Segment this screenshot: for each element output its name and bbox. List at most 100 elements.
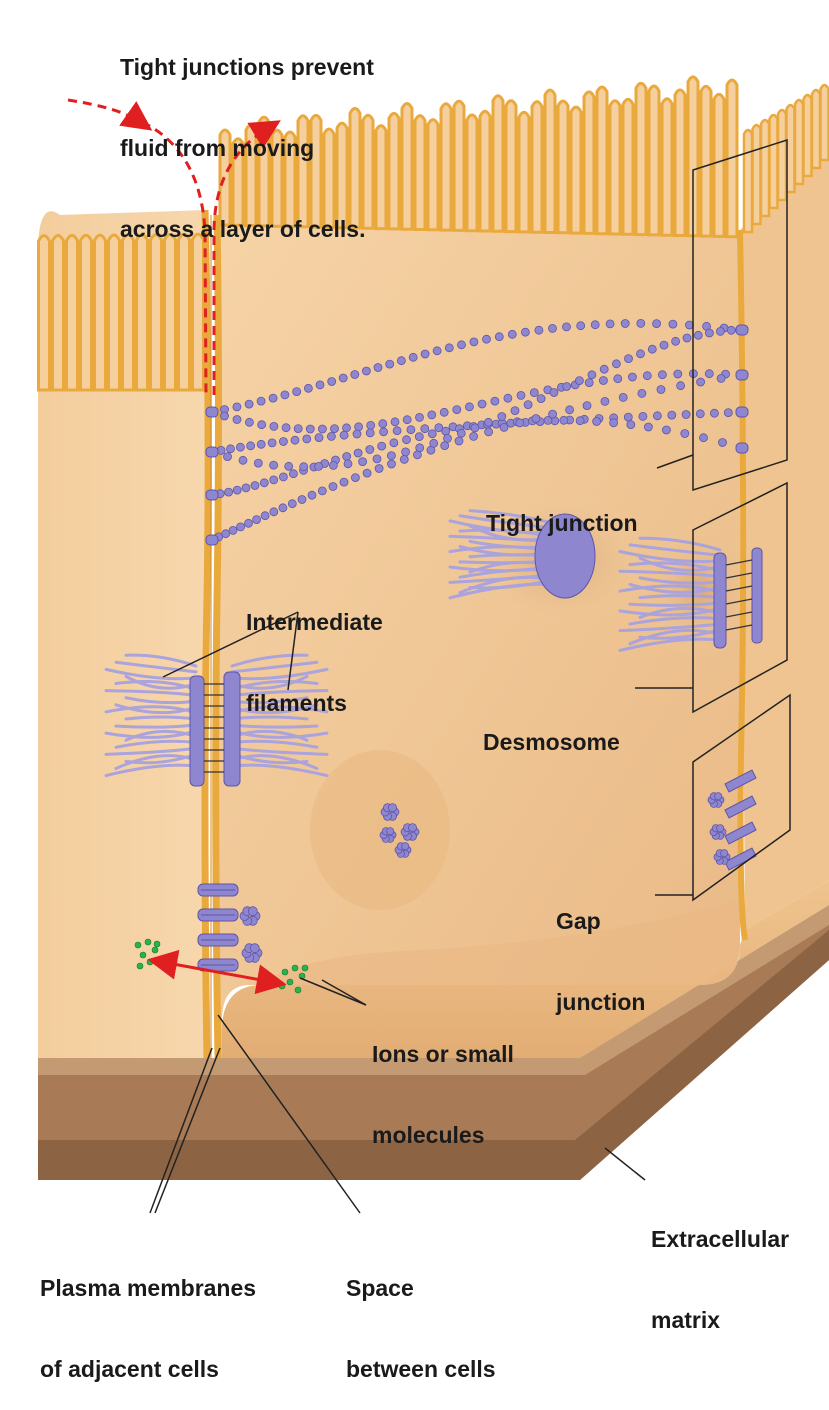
tight-junction-bead [237,523,245,531]
microvillus [571,107,581,233]
ion-particle [135,942,141,948]
tight-junction-bead [270,422,278,430]
tight-junction-bead [705,370,713,378]
tight-junction-bead [409,353,417,361]
tight-junction-bead [727,326,735,334]
tight-junction-bead [458,341,466,349]
label-line-2: molecules [372,1122,514,1149]
tight-junction-bead [583,402,591,410]
tight-junction-bead [268,439,276,447]
tight-junction-bead [637,319,645,327]
tight-junction-bead [576,417,584,425]
tight-junction-bead [428,430,436,438]
tight-junction-bead [710,409,718,417]
tight-junction-bead [575,377,583,385]
tight-junction-bead [612,360,620,368]
microvillus [770,115,778,208]
title-line-2: fluid from moving [120,135,374,162]
tight-junction-bead [391,418,399,426]
tight-junction-bead [253,516,261,524]
tight-junction-bead [683,334,691,342]
ion-particle [152,947,158,953]
tight-junction-bead [517,391,525,399]
microvillus [753,125,761,224]
tight-junction-bead [593,418,601,426]
tight-junction-bead [257,440,265,448]
tight-junction-bead [416,413,424,421]
tight-junction-bead [288,500,296,508]
tight-junction-bead [340,431,348,439]
label-line-1: Gap [556,908,645,935]
tight-junction-bead [682,411,690,419]
microvillus [81,235,92,390]
tight-junction-bead [270,476,278,484]
tight-junction-node [736,370,748,380]
tight-junction-bead [600,365,608,373]
tight-junction-bead [500,423,508,431]
microvillus [493,96,503,232]
tight-junction-bead [340,478,348,486]
connexin-subunit [387,828,394,835]
tight-junction-bead [221,412,229,420]
label-plasma-membranes: Plasma membranes of adjacent cells [40,1221,256,1410]
tight-junction-bead [239,456,247,464]
tight-junction-bead [660,341,668,349]
tight-junction-bead [588,371,596,379]
label-line-1: Plasma membranes [40,1275,256,1302]
tight-junction-bead [625,355,633,363]
tight-junction-bead [465,403,473,411]
tight-junction-bead [227,445,235,453]
tight-junction-bead [639,412,647,420]
tight-junction-bead [638,389,646,397]
tight-junction-bead [366,429,374,437]
tight-junction-bead [261,512,269,520]
label-extracellular-matrix: Extracellular matrix [651,1172,789,1361]
tight-junction-bead [614,375,622,383]
tight-junction-bead [351,371,359,379]
tight-junction-bead [677,382,685,390]
tight-junction-bead [433,347,441,355]
tight-junction-bead [224,453,232,461]
tight-junction-bead [291,436,299,444]
ion-particle [154,941,160,947]
tight-junction-bead [245,418,253,426]
tight-junction-bead [421,350,429,358]
tight-junction-bead [471,424,479,432]
tight-junction-bead [627,421,635,429]
tight-junction-bead [537,395,545,403]
tight-junction-bead [621,320,629,328]
tight-junction-bead [524,401,532,409]
tight-junction-bead [308,491,316,499]
microvillus [701,86,711,236]
tight-junction-bead [530,389,538,397]
microvillus [532,102,542,233]
tight-junction-node [736,407,748,417]
connexin-subunit [402,843,409,850]
microvillus [761,120,769,216]
tight-junction-bead [304,384,312,392]
microvillus [623,99,633,234]
microvillus [610,101,620,234]
tight-junction-bead [716,327,724,335]
tight-junction-bead [315,462,323,470]
tight-junction-bead [402,448,410,456]
ion-particle [295,987,301,993]
tight-junction-bead [279,504,287,512]
microvillus [675,90,685,236]
microvillus [39,236,50,390]
tight-junction-bead [380,428,388,436]
tight-junction-bead [393,427,401,435]
tight-junction-bead [560,416,568,424]
tight-junction-bead [366,446,374,454]
label-space-between-cells: Space between cells [346,1221,496,1410]
microvillus [636,83,646,234]
tight-junction-bead [662,426,670,434]
tight-junction-bead [498,413,506,421]
microvillus [821,85,829,160]
tight-junction-bead [303,435,311,443]
tight-junction-bead [339,374,347,382]
tight-junction-bead [285,462,293,470]
label-line-2: junction [556,989,645,1016]
connexin-subunit [717,825,724,832]
tight-junction-bead [549,324,557,332]
